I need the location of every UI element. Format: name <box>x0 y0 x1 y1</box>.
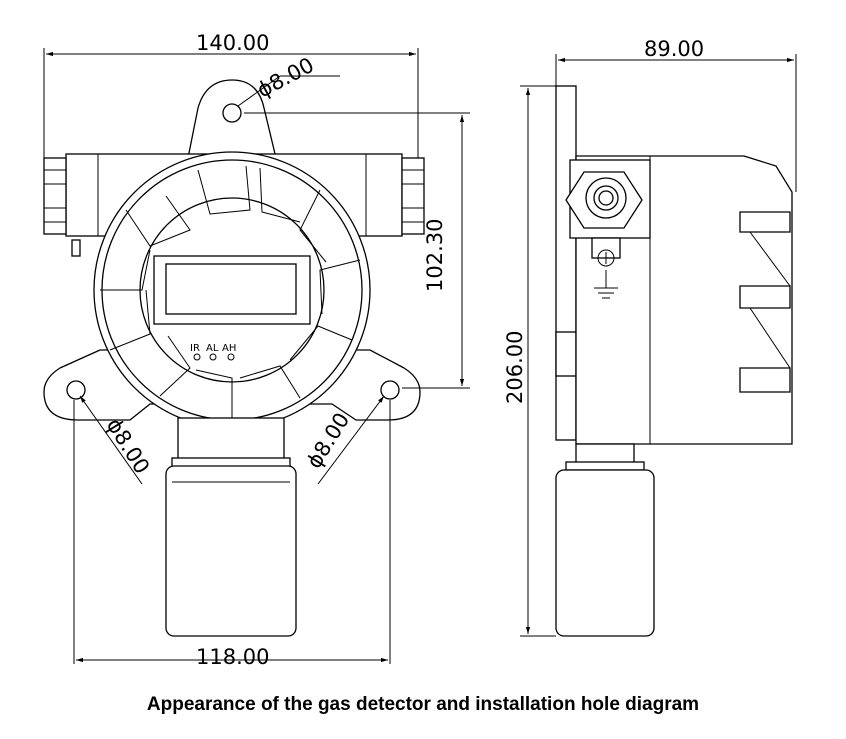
left-cable-gland <box>43 157 67 235</box>
dim-118: 118.00 <box>196 645 269 669</box>
left-mounting-hole <box>66 380 86 400</box>
dim-102: 102.30 <box>423 219 447 292</box>
figure-caption: Appearance of the gas detector and insta… <box>146 694 700 715</box>
side-cable-gland <box>565 159 651 239</box>
display-window <box>165 263 297 315</box>
led-indicators: IR AL AH <box>190 343 236 361</box>
led-ir <box>193 353 201 361</box>
ground-screw-icon <box>597 249 615 267</box>
leader-right-hole <box>317 395 385 485</box>
side-ribs <box>739 211 791 393</box>
dim-right-hole: ϕ8.00 <box>302 409 354 473</box>
led-label-ah: AH <box>222 343 236 354</box>
top-mounting-hole <box>222 103 242 123</box>
front-view: IR AL AH <box>43 79 425 637</box>
leader-left-hole <box>79 395 143 485</box>
display-window-outer <box>153 255 311 325</box>
top-mounting-lug <box>187 79 277 159</box>
ground-terminal <box>591 237 621 299</box>
side-sensor-probe <box>555 469 655 637</box>
dim-140: 140.00 <box>196 31 269 55</box>
dim-206: 206.00 <box>503 331 527 404</box>
side-mounting-plate <box>555 85 577 441</box>
technical-drawing: IR AL AH 140.00 ϕ8.00 102.30 ϕ8.00 ϕ8.00 <box>43 31 797 669</box>
led-label-ir: IR <box>190 343 200 354</box>
dim-89: 89.00 <box>644 37 704 61</box>
side-view <box>555 85 793 637</box>
dim-top-hole: ϕ8.00 <box>253 53 318 103</box>
right-mounting-hole <box>380 380 400 400</box>
side-dimensions: 89.00 206.00 <box>503 37 797 637</box>
dim-left-hole: ϕ8.00 <box>102 414 154 478</box>
sensor-probe <box>165 465 297 637</box>
cover-grip-notches <box>100 165 361 420</box>
led-ah <box>227 353 235 361</box>
led-label-al: AL <box>206 343 219 354</box>
right-cable-gland <box>401 157 425 235</box>
led-al <box>209 353 217 361</box>
sensor-neck <box>177 417 285 461</box>
